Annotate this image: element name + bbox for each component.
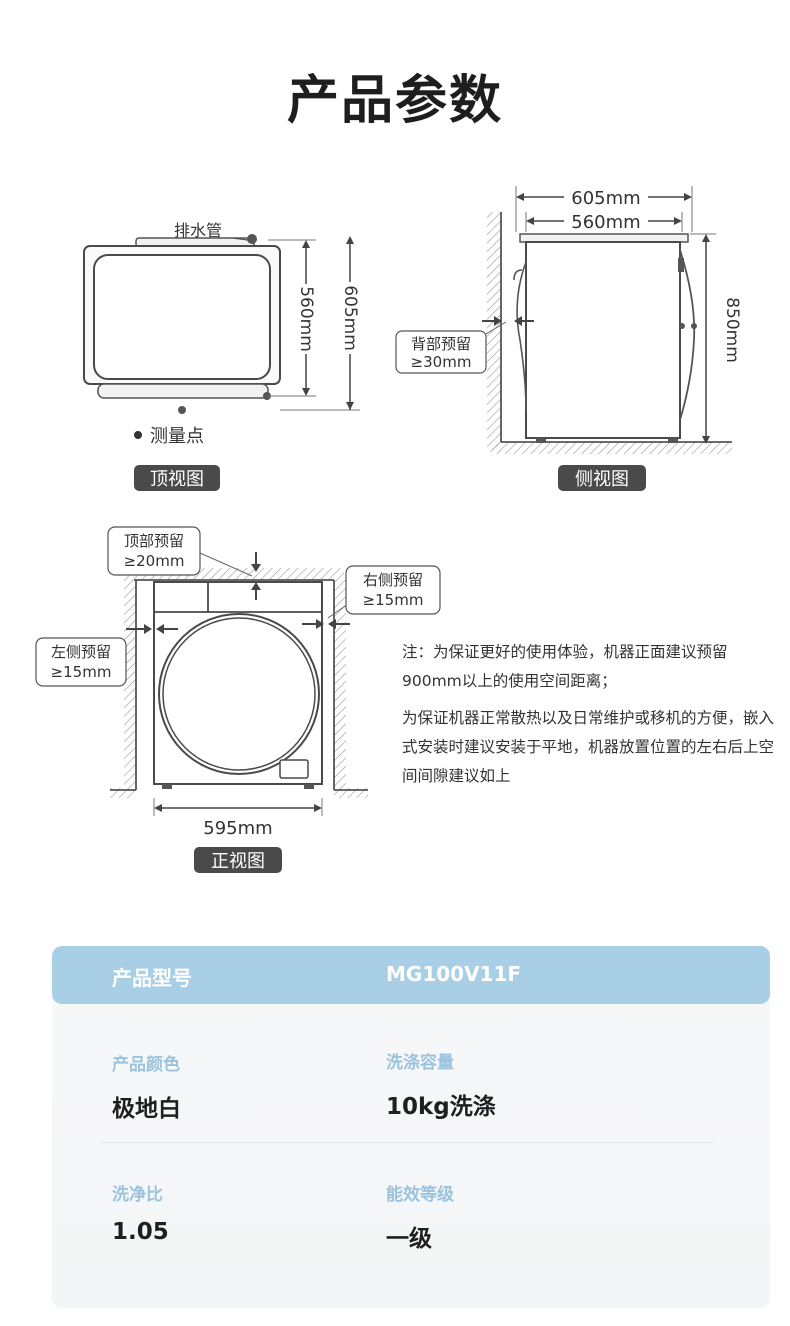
spec-header: 产品型号 MG100V11F: [52, 946, 770, 1004]
install-note-1: 注：为保证更好的使用体验，机器正面建议预留900mm以上的使用空间距离；: [402, 643, 728, 690]
spec-value: 极地白: [112, 1096, 181, 1122]
spec-value: 一级: [386, 1226, 432, 1252]
spec-value: 1.05: [112, 1219, 169, 1245]
front-view-caption: 正视图: [211, 851, 265, 872]
spec-label: 能效等级: [386, 1185, 454, 1205]
side-dim-height: 850mm: [722, 297, 742, 363]
spec-label: 产品颜色: [112, 1055, 180, 1075]
spec-label: 洗涤容量: [386, 1053, 454, 1073]
page-title: 产品参数: [286, 71, 503, 131]
spec-value: 10kg洗涤: [386, 1094, 496, 1120]
drain-pipe-label: 排水管: [174, 221, 222, 240]
top-clearance-value: ≥20mm: [124, 552, 185, 570]
side-dim-top-outer: 605mm: [571, 188, 640, 209]
back-clearance-label: 背部预留: [411, 335, 471, 353]
dimension-diagrams: 排水管 560mm 605mm 测量点 顶视图: [35, 186, 742, 873]
spec-capacity: 洗涤容量 10kg洗涤: [386, 1048, 496, 1121]
front-view: 顶部预留 ≥20mm 右侧预留 ≥15mm 左侧预留 ≥15mm 595mm 正…: [35, 526, 441, 873]
back-clearance-value: ≥30mm: [411, 353, 472, 371]
model-label: 产品型号: [112, 966, 192, 990]
top-view-caption: 顶视图: [150, 469, 204, 490]
top-clearance-label: 顶部预留: [124, 532, 184, 550]
spec-wash-ratio: 洗净比 1.05: [112, 1180, 169, 1245]
legend-dot-icon: [134, 431, 142, 439]
model-value: MG100V11F: [386, 962, 522, 986]
spec-label: 洗净比: [112, 1185, 163, 1205]
side-dim-top-inner: 560mm: [571, 212, 640, 233]
spec-energy-grade: 能效等级 一级: [386, 1180, 454, 1253]
side-measure-point: [679, 323, 685, 329]
right-clearance-value: ≥15mm: [363, 591, 424, 609]
side-view-caption: 侧视图: [575, 469, 629, 490]
install-note-2: 为保证机器正常散热以及日常维护或移机的方便，嵌入式安装时建议安装于平地，机器放置…: [402, 709, 775, 785]
top-dim-outer: 605mm: [340, 285, 360, 351]
left-clearance-value: ≥15mm: [51, 663, 112, 681]
drain-pipe-point: [247, 234, 257, 244]
legend-label: 测量点: [150, 426, 204, 447]
measure-point-front: [178, 406, 186, 414]
side-view: 605mm 560mm 850mm 背部预留 ≥30mm 侧视图: [395, 186, 742, 491]
spec-color: 产品颜色 极地白: [112, 1050, 181, 1123]
top-view: 排水管 560mm 605mm 测量点 顶视图: [83, 221, 360, 491]
measure-point-side: [263, 392, 271, 400]
front-dim-width: 595mm: [203, 818, 272, 839]
spec-divider: [100, 1142, 715, 1143]
right-clearance-label: 右侧预留: [363, 571, 423, 589]
left-clearance-label: 左侧预留: [51, 643, 111, 661]
spec-table: 产品型号 MG100V11F 产品颜色 极地白 洗涤容量 10kg洗涤 洗净比 …: [52, 946, 770, 1308]
top-dim-inner: 560mm: [296, 286, 316, 352]
